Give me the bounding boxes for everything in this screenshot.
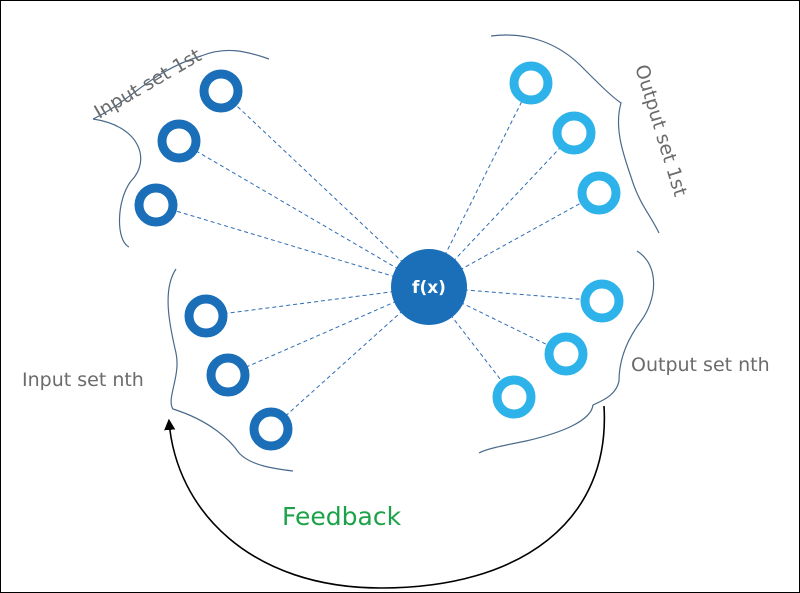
input-set-first-label: Input set 1st (91, 44, 206, 123)
connector-output-1 (428, 82, 532, 288)
output-first-brace (490, 34, 660, 234)
connector-output-5 (428, 286, 567, 355)
input-node (157, 119, 201, 163)
output-node (544, 332, 588, 376)
input-node (249, 407, 293, 451)
output-nth-brace (478, 250, 655, 454)
output-set-nth-label: Output set nth (631, 354, 770, 376)
output-nodes (492, 61, 624, 419)
output-node (552, 111, 596, 155)
connector-output-3 (428, 192, 600, 288)
input-node (184, 294, 228, 338)
connector-input-3 (155, 204, 430, 288)
input-nth-brace (167, 268, 294, 472)
output-node (492, 375, 536, 419)
feedback-label: Feedback (282, 502, 402, 531)
input-first-brace-lower (92, 118, 142, 248)
output-node (509, 61, 553, 105)
input-first-brace (92, 49, 270, 120)
center-function-node (391, 249, 467, 325)
input-set-nth-label: Input set nth (22, 369, 144, 391)
input-nodes (134, 69, 293, 451)
input-node (206, 353, 250, 397)
input-node (134, 183, 178, 227)
connector-input-2 (178, 140, 430, 288)
center-function-label: f(x) (412, 278, 446, 298)
input-node (199, 69, 243, 113)
output-set-first-label: Output set 1st (630, 62, 691, 199)
output-node (580, 279, 624, 323)
output-node (577, 171, 621, 215)
connector-input-1 (220, 90, 430, 288)
feedback-arrow (164, 405, 606, 589)
